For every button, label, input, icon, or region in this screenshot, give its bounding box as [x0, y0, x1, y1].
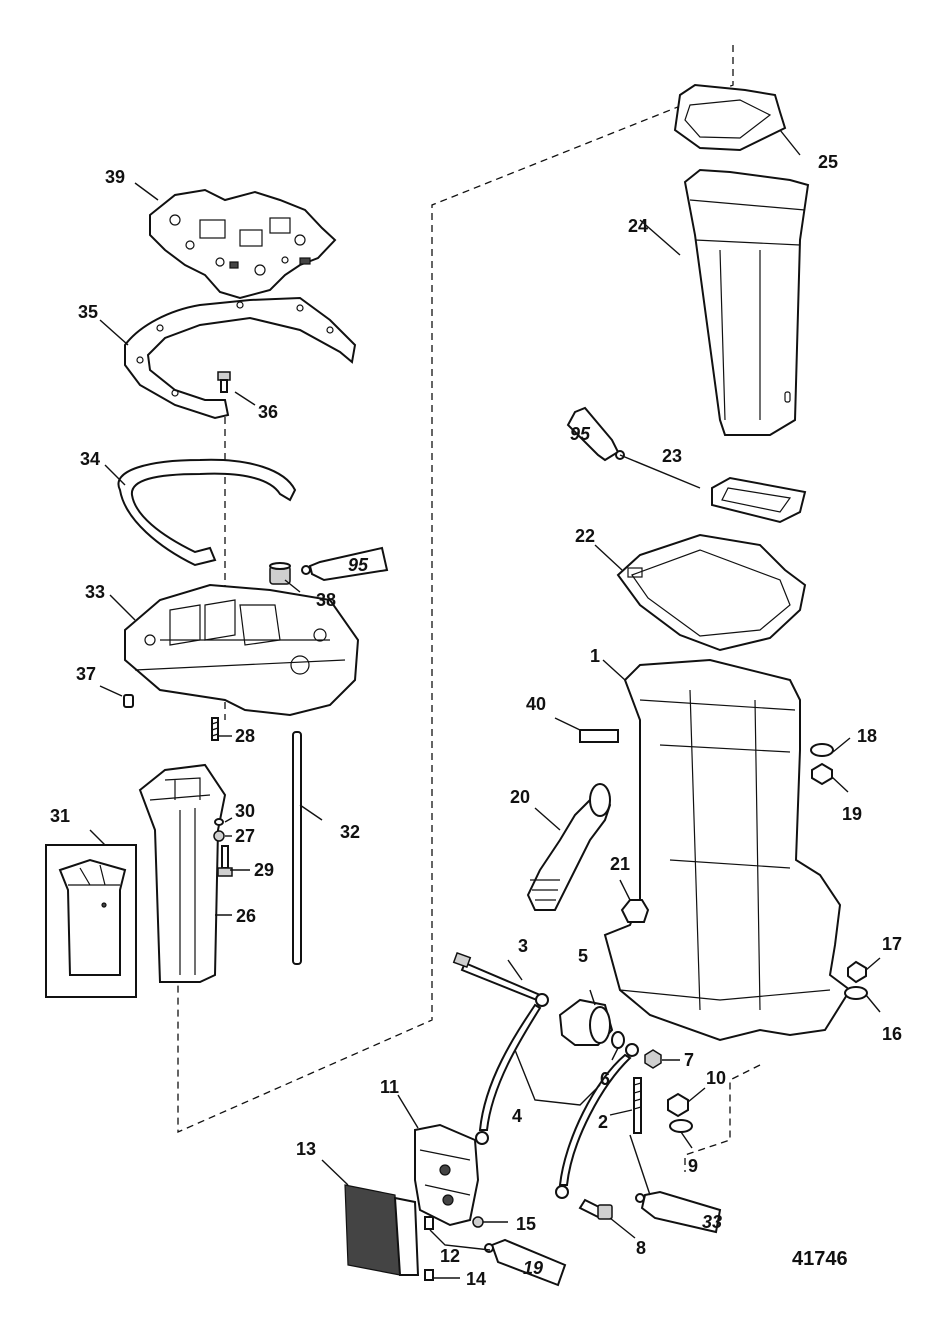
callout-36: 36	[258, 402, 278, 422]
callout-22: 22	[575, 526, 595, 546]
callout-2: 2	[598, 1112, 608, 1132]
part-24-exhaust-housing	[683, 168, 810, 436]
part-14-screw	[424, 1269, 434, 1281]
callout-29: 29	[254, 860, 274, 880]
callout-4: 4	[512, 1106, 522, 1126]
part-33-adapter-plate	[124, 583, 360, 717]
part-2-stud	[633, 1077, 642, 1134]
callout-13: 13	[296, 1139, 316, 1159]
callout-23: 23	[662, 446, 682, 466]
callout-16: 16	[882, 1024, 902, 1044]
callout-28: 28	[235, 726, 255, 746]
part-6-washer	[611, 1031, 625, 1049]
callout-11: 11	[380, 1077, 399, 1097]
part-29-bolt	[217, 845, 233, 877]
callout-32: 32	[340, 822, 360, 842]
part-30-washer	[214, 818, 224, 826]
part-34-seal-ring	[117, 458, 297, 567]
part-26-exhaust-tube	[138, 763, 227, 983]
part-1-driveshaft-housing	[603, 658, 852, 1042]
part-36-screw	[217, 371, 231, 393]
callout-24: 24	[628, 216, 648, 236]
part-10-nut	[667, 1092, 689, 1118]
part-18-washer	[810, 743, 834, 757]
part-35-seal-frame	[124, 296, 357, 420]
part-31-box	[45, 844, 137, 998]
callout-numbers: 39 35 36 34 38 33 37 28 30 27 29 26 32 3…	[50, 152, 902, 1289]
part-12-screw	[424, 1216, 434, 1230]
part-19-nut-upper	[811, 762, 833, 786]
callout-37: 37	[76, 664, 96, 684]
part-27-nut	[213, 830, 225, 842]
part-17-nut	[847, 960, 867, 984]
diagram-number: 41746	[792, 1248, 848, 1270]
callout-25: 25	[818, 152, 838, 172]
part-11-bracket	[414, 1123, 480, 1227]
callout-19-upper: 19	[842, 804, 862, 824]
callout-21: 21	[610, 854, 630, 874]
callout-38: 38	[316, 590, 336, 610]
callout-34: 34	[80, 449, 100, 469]
tube-label-19: 19	[523, 1258, 543, 1278]
part-3-bolt	[452, 951, 542, 1002]
part-20-hose	[526, 783, 612, 911]
callout-30: 30	[235, 801, 255, 821]
tube-label-95-right: 95	[570, 424, 591, 444]
callout-1: 1	[590, 646, 600, 666]
callout-33: 33	[85, 582, 105, 602]
callout-27: 27	[235, 826, 255, 846]
part-8-bolt	[578, 1198, 613, 1220]
part-21-plug	[620, 899, 650, 923]
callout-7: 7	[684, 1050, 694, 1070]
part-38-cap	[269, 562, 291, 585]
sealant-tube-33: 33	[635, 1190, 722, 1234]
part-22-gasket	[616, 533, 807, 652]
callout-20: 20	[510, 787, 530, 807]
callout-39: 39	[105, 167, 125, 187]
callout-14: 14	[466, 1269, 486, 1289]
callout-40: 40	[526, 694, 546, 714]
callout-18: 18	[857, 726, 877, 746]
part-13-anode-plate	[344, 1184, 420, 1276]
callout-26: 26	[236, 906, 256, 926]
part-15-nut	[472, 1216, 484, 1228]
sealant-tube-95-left: 95	[301, 546, 389, 582]
callout-15: 15	[516, 1214, 536, 1234]
part-23-seal-block	[711, 476, 807, 524]
callout-12: 12	[440, 1246, 460, 1266]
part-32-rod	[292, 731, 302, 965]
part-39-gasket-plate	[149, 188, 337, 300]
callout-31: 31	[50, 806, 70, 826]
part-25-top-seal	[673, 83, 787, 152]
part-7-nut	[644, 1049, 662, 1069]
part-40-label	[579, 729, 619, 743]
tube-label-95-left: 95	[348, 555, 369, 575]
callout-17: 17	[882, 934, 902, 954]
part-4-ground-strap	[475, 993, 639, 1199]
callout-10: 10	[706, 1068, 726, 1088]
part-28-stud	[211, 717, 219, 741]
callout-5: 5	[578, 946, 588, 966]
callout-8: 8	[636, 1238, 646, 1258]
callout-3: 3	[518, 936, 528, 956]
part-16-washer	[844, 986, 868, 1000]
sealant-tube-95-right: 95	[566, 406, 625, 462]
callout-6: 6	[600, 1069, 610, 1089]
part-37-dowel-pin	[123, 694, 134, 708]
part-5-bushing	[558, 998, 614, 1046]
tube-label-33: 33	[702, 1212, 722, 1232]
callout-9: 9	[688, 1156, 698, 1176]
callout-35: 35	[78, 302, 98, 322]
part-9-washer	[669, 1119, 693, 1133]
sealant-tube-19: 19	[484, 1238, 567, 1287]
leader-lines	[89, 129, 881, 1279]
